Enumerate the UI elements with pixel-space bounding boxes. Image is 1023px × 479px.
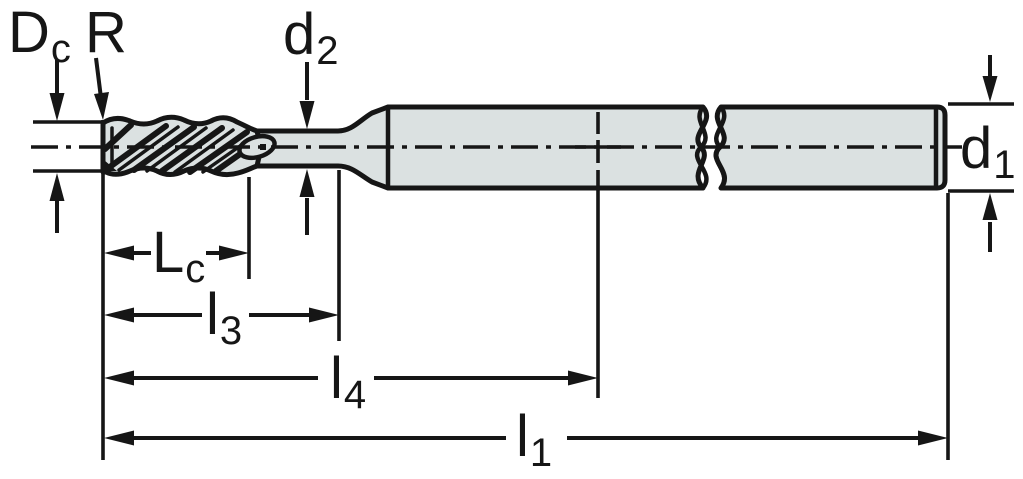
label-l3-base: l [206, 282, 219, 347]
dimension-l1 [104, 193, 950, 460]
label-d1: d1 [960, 120, 1016, 186]
label-l3-sub: 3 [219, 309, 243, 353]
label-lc: Lc [152, 224, 205, 290]
label-r-base: R [85, 0, 127, 65]
label-d2: d2 [283, 6, 339, 72]
label-lc-sub: c [185, 247, 206, 291]
label-l3: l3 [206, 286, 242, 352]
flute-runout [237, 133, 277, 161]
label-d1-sub: 1 [993, 143, 1016, 187]
label-dc: Dc [8, 4, 71, 70]
label-r: R [85, 4, 128, 62]
tip-notch [104, 160, 117, 171]
label-dc-base: D [8, 0, 50, 65]
label-d2-base: d [283, 2, 316, 67]
label-l4: l4 [330, 350, 366, 416]
label-l1: l1 [516, 408, 552, 474]
label-l4-base: l [330, 346, 343, 411]
dimension-d1 [948, 55, 1014, 252]
break-line-left [694, 104, 709, 191]
dimension-r [94, 57, 109, 120]
dimension-l4 [104, 112, 621, 398]
dimension-l3 [104, 170, 341, 341]
dimension-dc [33, 60, 103, 233]
label-l1-sub: 1 [529, 431, 553, 475]
dimension-lc [101, 120, 251, 460]
label-d2-sub: 2 [316, 29, 339, 73]
label-dc-sub: c [50, 27, 71, 71]
label-l1-base: l [516, 404, 529, 469]
dimension-d2 [299, 62, 315, 235]
label-l4-sub: 4 [343, 373, 367, 417]
label-d1-base: d [960, 116, 993, 181]
tool-shank-right [713, 104, 948, 191]
label-lc-base: L [152, 220, 185, 285]
